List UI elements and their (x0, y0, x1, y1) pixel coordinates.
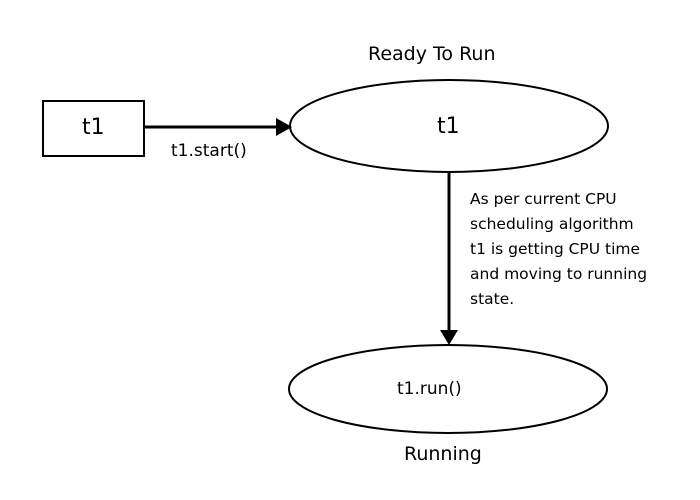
schedule-note-line: As per current CPU (470, 190, 617, 208)
schedule-note-line: state. (470, 290, 515, 308)
ready-state-title: Ready To Run (368, 43, 496, 65)
thread-box-label: t1 (82, 115, 105, 140)
thread-box (42, 100, 145, 157)
schedule-arrowhead (440, 330, 458, 345)
schedule-note-line: and moving to running (470, 265, 648, 283)
schedule-note-line: t1 is getting CPU time (470, 240, 641, 258)
start-arrowhead (276, 118, 292, 136)
schedule-note: As per current CPU scheduling algorithm … (470, 187, 695, 312)
ready-state-content: t1 (437, 114, 460, 139)
running-ellipse (288, 344, 608, 434)
running-state-content: t1.run() (397, 379, 462, 399)
running-state-title: Running (404, 443, 482, 465)
start-transition-label: t1.start() (171, 141, 247, 161)
schedule-note-line: scheduling algorithm (470, 215, 634, 233)
